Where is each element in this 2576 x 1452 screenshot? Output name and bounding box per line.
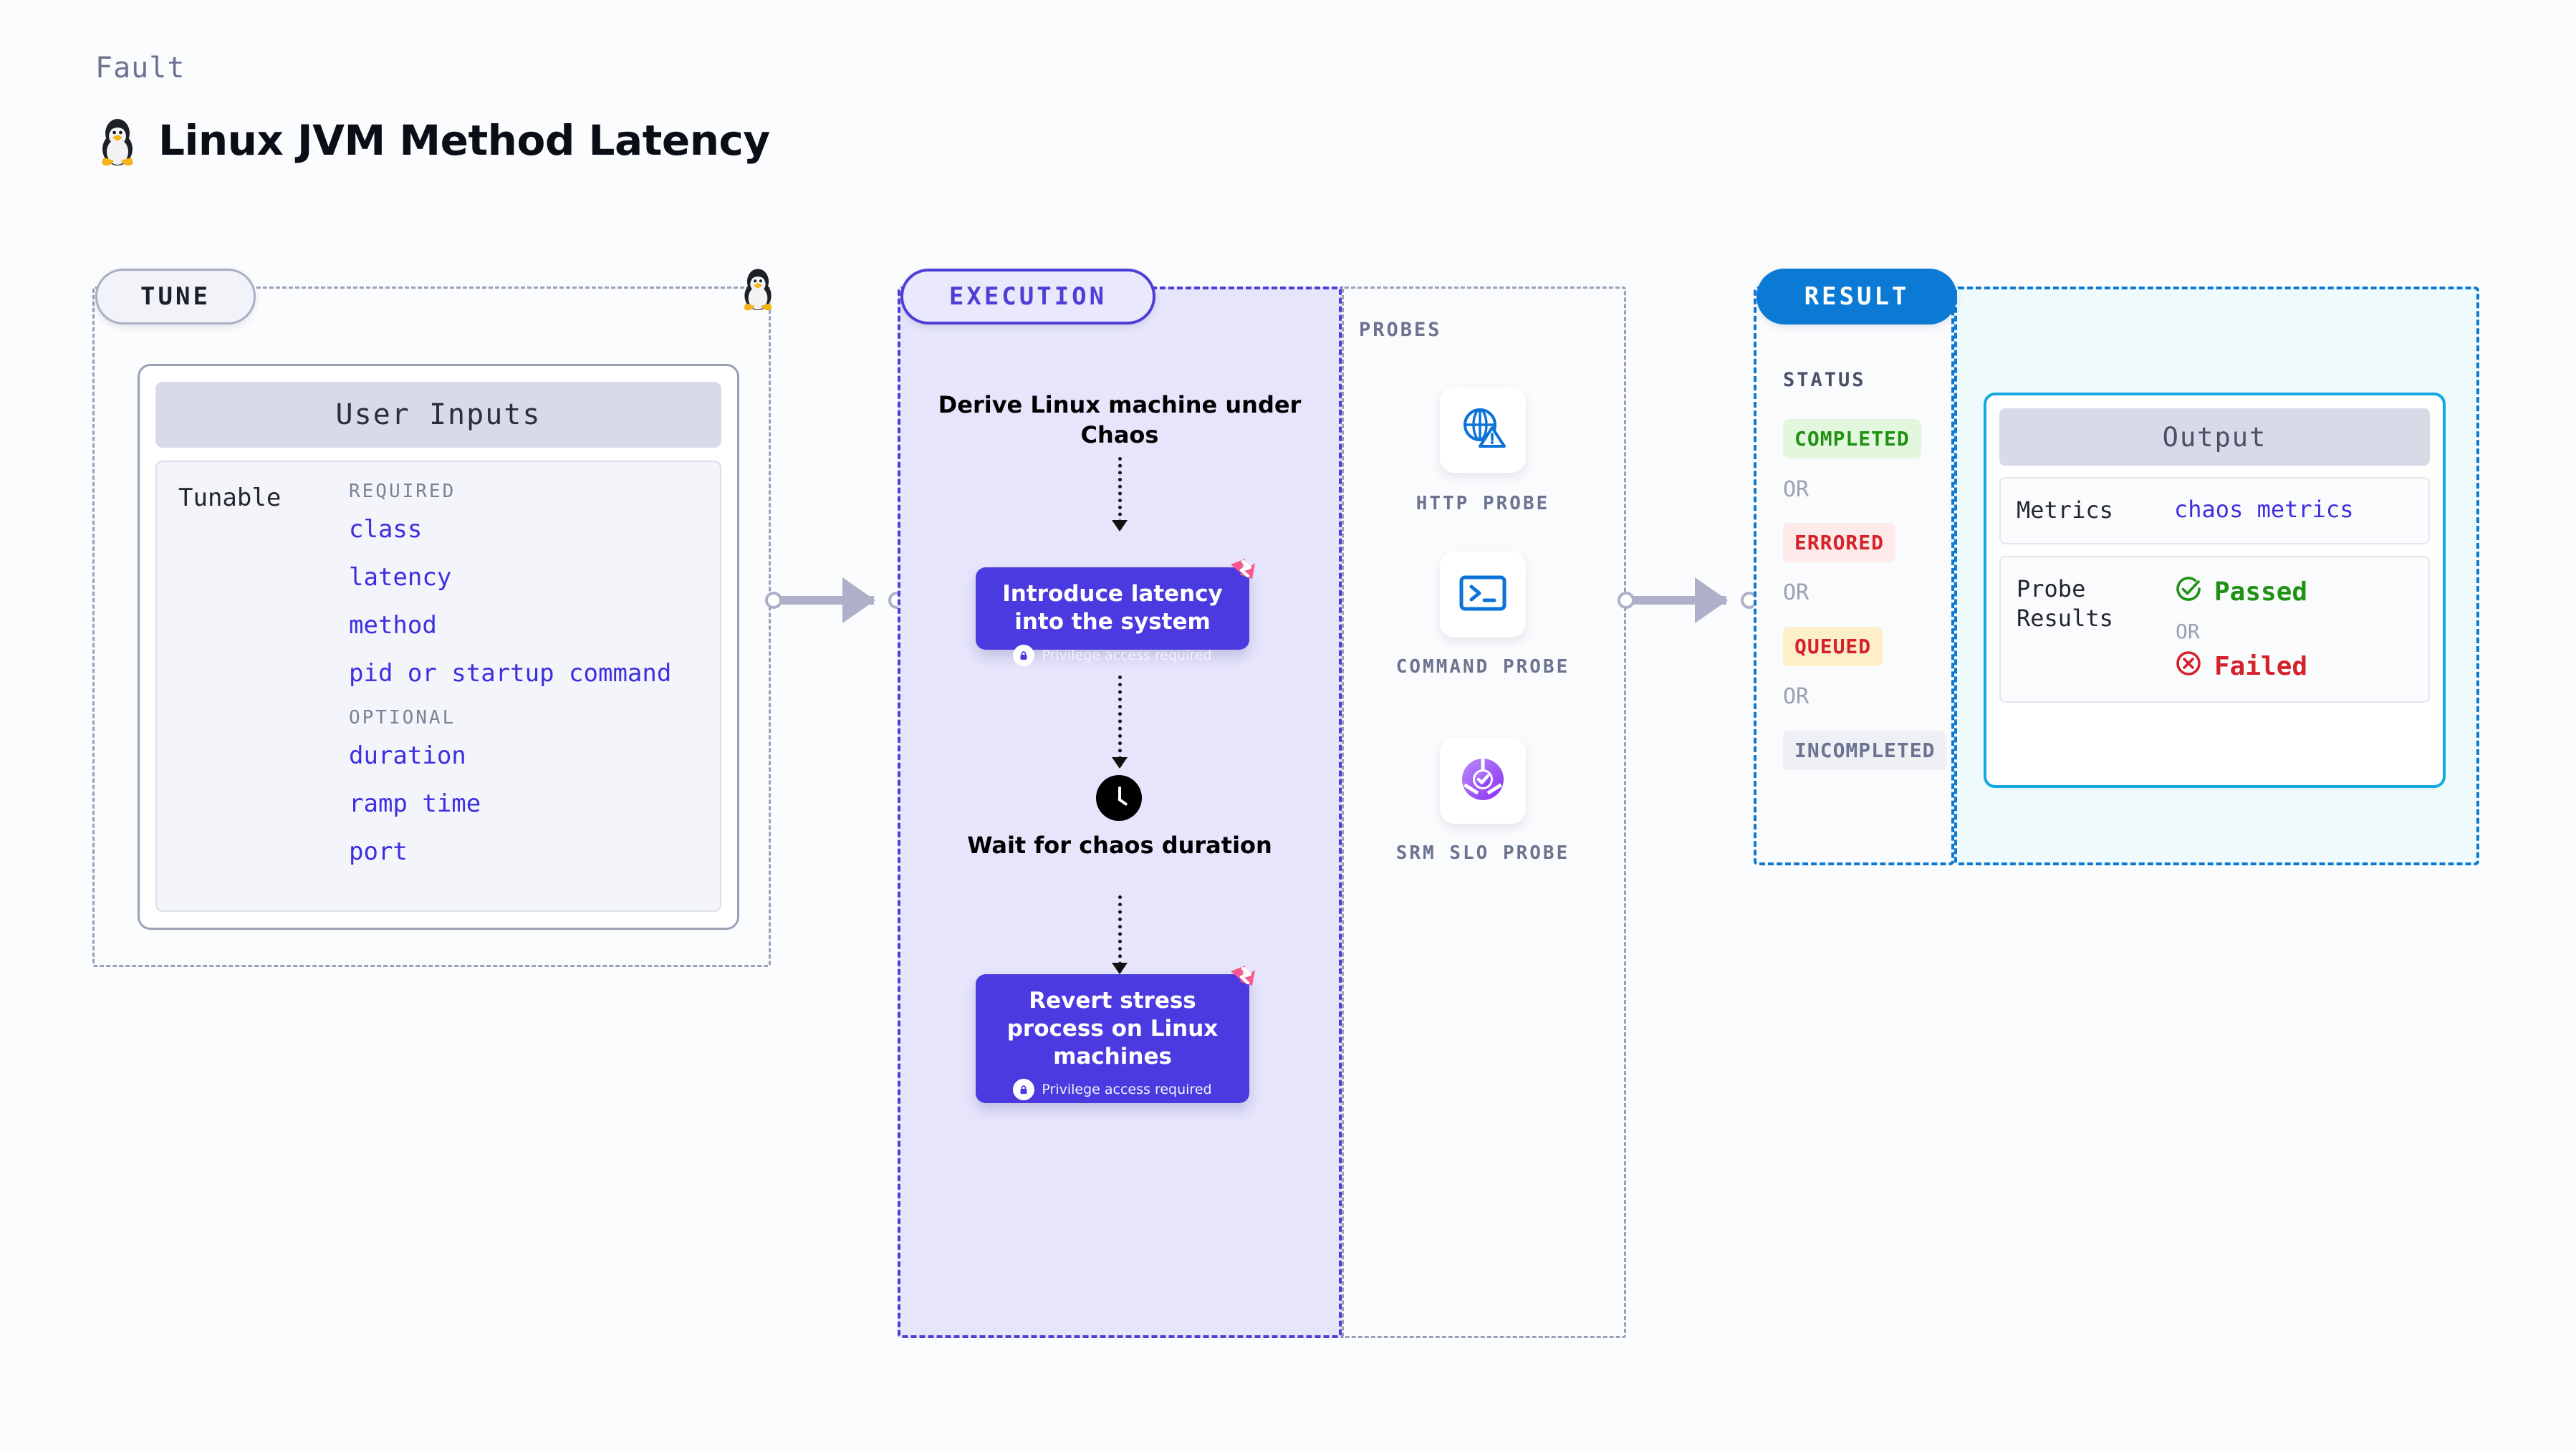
tunable-item[interactable]: pid or startup command [349,659,672,688]
litmus-logo-icon [1224,552,1262,593]
probes-section-label: PROBES [1359,319,1442,341]
x-circle-icon [2174,649,2203,684]
probe-label: COMMAND PROBE [1395,656,1570,678]
status-badge: ERRORED [1783,523,1896,562]
tune-region [92,287,771,967]
or-separator: OR [1783,477,1810,502]
required-group-label: REQUIRED [349,481,456,502]
connector-execution-to-result [1618,577,1758,623]
metrics-row: Metrics chaos metrics [1999,477,2430,544]
probe-results-row: Probe Results Passed OR [1999,555,2430,703]
status-section-label: STATUS [1783,369,1866,391]
step-introduce-latency[interactable]: Introduce latency into the system Privil… [976,559,1255,666]
status-badge: QUEUED [1783,627,1883,666]
lock-icon [1013,644,1035,666]
tunable-item[interactable]: ramp time [349,789,481,818]
metrics-label: Metrics [2017,496,2113,524]
privilege-text: Privilege access required [1042,1082,1212,1098]
result-stage-pill[interactable]: RESULT [1756,269,1957,324]
check-circle-icon [2174,574,2203,610]
or-separator: OR [2176,619,2200,643]
page-title: Linux JVM Method Latency [158,116,770,165]
probe-failed: Failed [2174,649,2413,684]
step-title: Introduce latency into the system [1002,581,1223,635]
tunable-list: REQUIRED class latency method pid or sta… [349,481,707,892]
tunable-item[interactable]: method [349,611,437,640]
wait-duration-text: Wait for chaos duration [967,832,1272,859]
clock-icon [1096,775,1142,821]
probe-card-srm-slo[interactable] [1440,738,1526,824]
fault-kicker: Fault [95,52,186,85]
probe-label: SRM SLO PROBE [1395,842,1570,864]
user-inputs-card: User Inputs Tunable REQUIRED class laten… [138,364,739,930]
tunable-item[interactable]: latency [349,563,452,592]
optional-group-label: OPTIONAL [349,707,456,729]
output-card: Output Metrics chaos metrics Probe Resul… [1984,393,2446,788]
probe-label: HTTP PROBE [1416,493,1550,514]
status-badge: COMPLETED [1783,419,1921,458]
execution-stage-pill[interactable]: EXECUTION [900,269,1155,324]
privilege-note: Privilege access required [991,644,1234,666]
tunable-item[interactable]: port [349,837,408,866]
globe-warning-icon [1459,406,1506,453]
output-title: Output [1999,408,2430,466]
status-badge: INCOMPLETED [1783,731,1947,770]
failed-label: Failed [2214,651,2308,681]
tunable-item[interactable]: class [349,515,423,544]
flow-arrow-icon [1112,895,1128,974]
lock-icon [1013,1079,1035,1101]
metrics-value[interactable]: chaos metrics [2174,496,2354,523]
tunable-body: Tunable REQUIRED class latency method pi… [155,461,721,912]
probe-passed: Passed [2174,574,2413,610]
probe-results-values: Passed OR Failed [2174,574,2413,684]
step-revert-stress[interactable]: Revert stress process on Linux machines … [976,966,1255,1103]
flow-arrow-icon [1112,675,1128,769]
terminal-icon [1458,574,1507,615]
passed-label: Passed [2214,577,2308,607]
connector-tune-to-execution [765,577,905,623]
flow-arrow-icon [1112,457,1128,532]
derive-machine-text: Derive Linux machine under Chaos [938,391,1302,448]
slo-donut-check-icon [1459,756,1506,806]
or-separator: OR [1783,580,1810,605]
litmus-logo-icon [1224,958,1262,1000]
user-inputs-title: User Inputs [155,382,721,448]
tunable-item[interactable]: duration [349,741,466,770]
privilege-note: Privilege access required [991,1079,1234,1101]
page-title-row: Linux JVM Method Latency [95,115,770,166]
linux-tux-corner-icon [738,265,778,314]
probe-card-command[interactable] [1440,552,1526,638]
linux-tux-icon [95,115,140,166]
tune-stage-pill[interactable]: TUNE [95,269,256,324]
tunable-label: Tunable [178,484,282,512]
privilege-text: Privilege access required [1042,647,1212,663]
probe-card-http[interactable] [1440,387,1526,473]
probe-results-label: Probe Results [2017,574,2113,633]
or-separator: OR [1783,684,1810,709]
step-title: Revert stress process on Linux machines [1006,988,1219,1069]
